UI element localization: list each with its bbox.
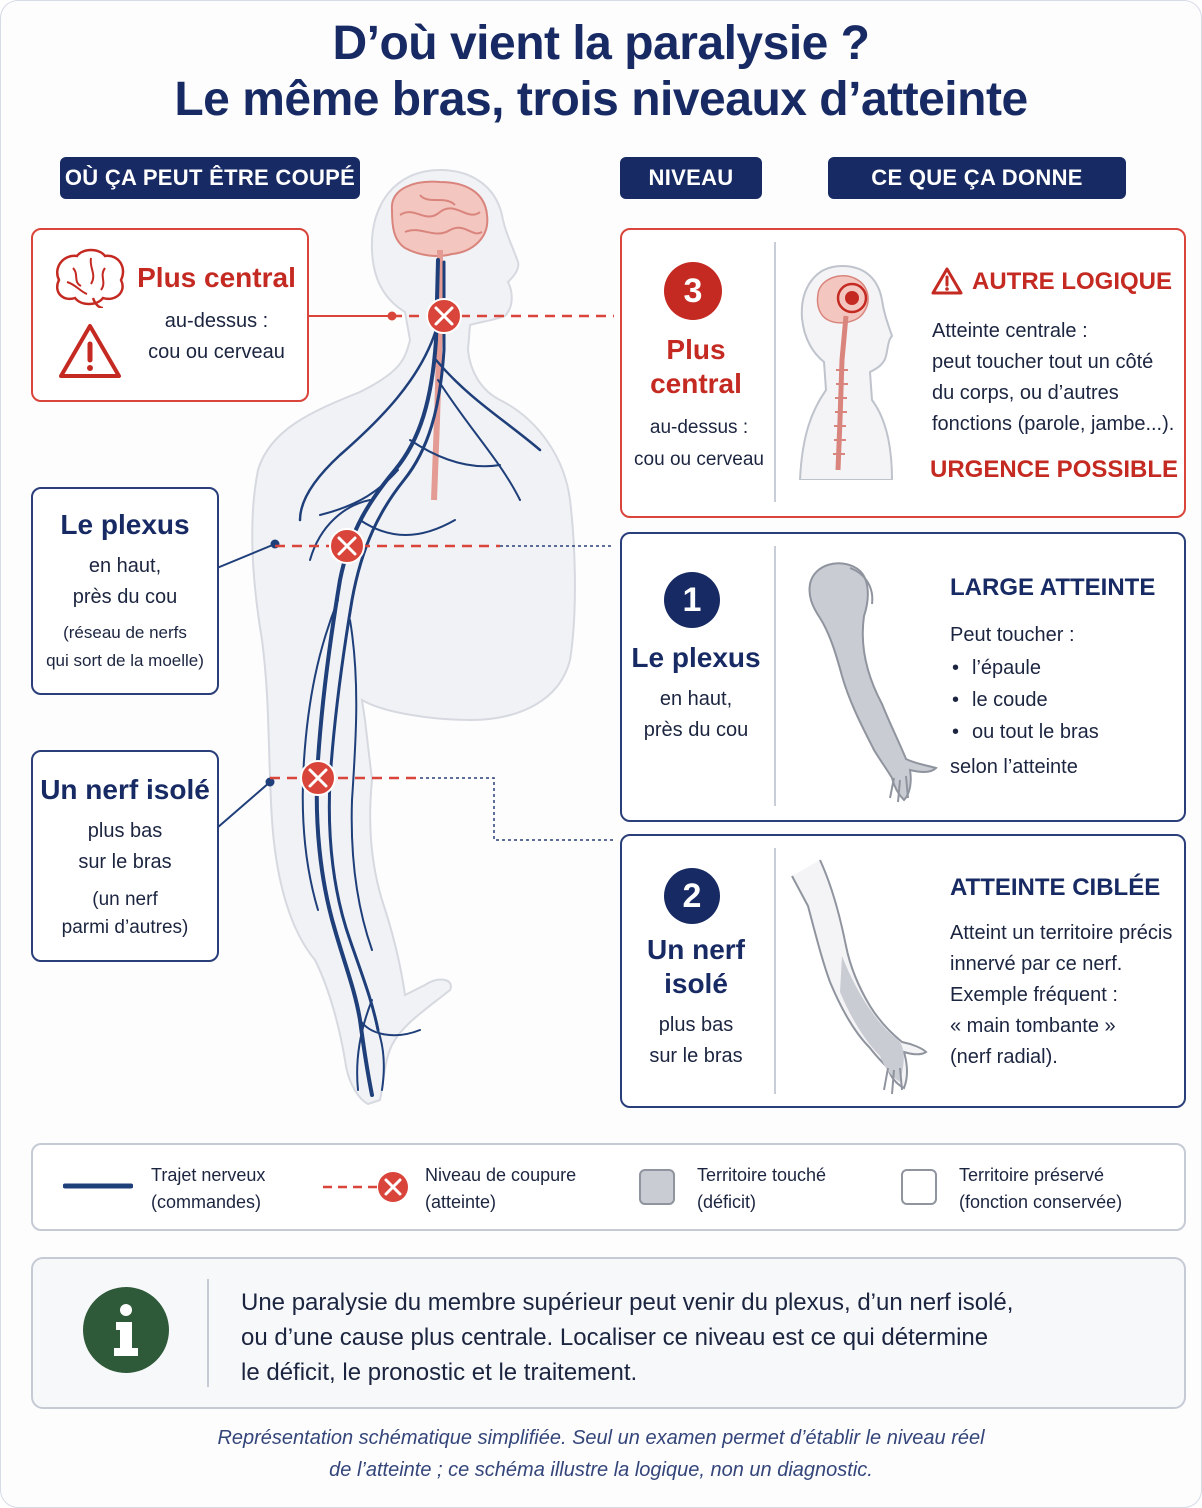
head-spine-illustration bbox=[798, 264, 894, 480]
level-2-effect-line3: Exemple fréquent : bbox=[950, 984, 1118, 1006]
level-1-sub2: près du cou bbox=[643, 719, 749, 741]
left-nerve-title: Un nerf isolé bbox=[40, 774, 210, 805]
level-3-name1: Plus bbox=[666, 334, 726, 365]
level-2-sub1: plus bas bbox=[658, 1014, 734, 1036]
left-nerve-line2: sur le bras bbox=[78, 851, 172, 873]
level-1-effect-outro: selon l’atteinte bbox=[950, 756, 1078, 778]
footnote-line2: de l’atteinte ; ce schéma illustre la lo… bbox=[329, 1459, 873, 1481]
grey-square-icon bbox=[639, 1169, 675, 1205]
level-2-effect-line5: (nerf radial). bbox=[950, 1046, 1058, 1068]
left-nerve-line1: plus bas bbox=[87, 820, 163, 842]
brain-icon bbox=[56, 248, 125, 308]
legend-3-line1: Territoire touché bbox=[697, 1165, 827, 1185]
warning-icon bbox=[59, 324, 121, 378]
level-3-effect-title: AUTRE LOGIQUE bbox=[972, 268, 1173, 295]
list-item: ou tout le bras bbox=[950, 716, 1099, 748]
header-level: NIVEAU bbox=[620, 157, 762, 199]
level-number-badge-3: 3 bbox=[664, 262, 722, 320]
page-title-line1: D’où vient la paralysie ? bbox=[332, 17, 870, 70]
legend-3-line2: (déficit) bbox=[697, 1192, 757, 1212]
whole-arm-deficit-illustration bbox=[808, 562, 938, 803]
list-item: le coude bbox=[950, 684, 1099, 716]
info-icon bbox=[83, 1287, 169, 1373]
level-1-name: Le plexus bbox=[631, 642, 761, 673]
legend-4-line1: Territoire préservé bbox=[959, 1165, 1105, 1185]
level-panel-nerve: 2 Un nerf isolé plus bas sur le bras ATT… bbox=[620, 834, 1186, 1108]
header-effect: CE QUE ÇA DONNE bbox=[828, 157, 1126, 199]
level-3-effect-line4: fonctions (parole, jambe...). bbox=[932, 413, 1175, 435]
level-1-sub1: en haut, bbox=[659, 688, 733, 710]
level-2-effect-line4: « main tombante » bbox=[950, 1015, 1116, 1037]
left-plexus-note1: (réseau de nerfs bbox=[63, 623, 187, 642]
info-line2: ou d’une cause plus centrale. Localiser … bbox=[241, 1324, 989, 1351]
level-2-effect-line2: innervé par ce nerf. bbox=[950, 953, 1123, 975]
level-3-sub2: cou ou cerveau bbox=[634, 449, 764, 470]
level-3-effect-line2: peut toucher tout un côté bbox=[932, 351, 1154, 373]
level-panel-plexus: 1 Le plexus en haut, près du cou LARGE A… bbox=[620, 532, 1186, 822]
white-square-icon bbox=[901, 1169, 937, 1205]
cut-marker-icon bbox=[323, 1172, 408, 1202]
footnote-line1: Représentation schématique simplifiée. S… bbox=[217, 1427, 985, 1449]
left-nerve-note1: (un nerf bbox=[92, 889, 158, 910]
nerve-line-icon bbox=[63, 1183, 133, 1189]
legend-1-line2: (commandes) bbox=[151, 1192, 262, 1212]
alert-icon bbox=[931, 267, 963, 295]
left-plexus-line2: près du cou bbox=[72, 586, 178, 608]
left-nerve-note2: parmi d’autres) bbox=[61, 917, 189, 938]
left-box-central: Plus central au-dessus : cou ou cerveau bbox=[31, 228, 309, 402]
legend-4-line2: (fonction conservée) bbox=[959, 1192, 1123, 1212]
left-central-line2: cou ou cerveau bbox=[148, 341, 285, 363]
cut-level-connectors bbox=[216, 298, 614, 841]
level-2-effect-title: ATTEINTE CIBLÉE bbox=[950, 874, 1161, 901]
cut-marker-nerve bbox=[300, 760, 336, 796]
info-box: Une paralysie du membre supérieur peut v… bbox=[31, 1257, 1186, 1409]
level-1-effect-title: LARGE ATTEINTE bbox=[950, 574, 1156, 601]
level-panel-central: 3 Plus central au-dessus : cou ou cervea… bbox=[620, 228, 1186, 518]
legend-1-line1: Trajet nerveux bbox=[151, 1165, 266, 1185]
page-title-line2: Le même bras, trois niveaux d’atteinte bbox=[174, 73, 1028, 126]
left-box-nerve: Un nerf isolé plus bas sur le bras (un n… bbox=[31, 750, 219, 962]
body-nerve-figure bbox=[251, 168, 576, 1106]
header-where: OÙ ÇA PEUT ÊTRE COUPÉ bbox=[60, 157, 360, 199]
left-plexus-title: Le plexus bbox=[60, 509, 190, 540]
cut-marker-plexus bbox=[329, 528, 365, 564]
level-1-effect-intro: Peut toucher : bbox=[950, 624, 1075, 646]
level-1-bullets: l’épaule le coude ou tout le bras bbox=[950, 652, 1099, 748]
level-3-sub1: au-dessus : bbox=[649, 417, 749, 438]
cut-marker-central bbox=[426, 298, 462, 334]
legend-2-line1: Niveau de coupure bbox=[425, 1165, 577, 1185]
level-3-effect-line1: Atteinte centrale : bbox=[932, 320, 1088, 342]
left-central-line1: au-dessus : bbox=[164, 310, 269, 332]
level-2-effect-line1: Atteint un territoire précis bbox=[950, 922, 1173, 944]
info-line1: Une paralysie du membre supérieur peut v… bbox=[241, 1289, 1014, 1316]
level-2-name2: isolé bbox=[664, 968, 728, 999]
level-number-badge-2: 2 bbox=[664, 868, 720, 924]
left-plexus-note2: qui sort de la moelle) bbox=[46, 651, 204, 670]
forearm-targeted-deficit-illustration bbox=[791, 859, 928, 1095]
level-3-name2: central bbox=[650, 368, 742, 399]
left-box-plexus: Le plexus en haut, près du cou (réseau d… bbox=[31, 487, 219, 695]
left-central-title: Plus central bbox=[137, 262, 296, 293]
urgent-label: URGENCE POSSIBLE bbox=[930, 456, 1179, 483]
legend: Trajet nerveux (commandes) Niveau de cou… bbox=[31, 1143, 1186, 1231]
level-2-sub2: sur le bras bbox=[649, 1045, 743, 1067]
level-number-badge-1: 1 bbox=[664, 572, 720, 628]
level-2-name1: Un nerf bbox=[647, 934, 745, 965]
list-item: l’épaule bbox=[950, 652, 1099, 684]
left-plexus-line1: en haut, bbox=[88, 555, 162, 577]
legend-2-line2: (atteinte) bbox=[425, 1192, 497, 1212]
info-line3: le déficit, le pronostic et le traitemen… bbox=[241, 1359, 638, 1386]
level-3-effect-line3: du corps, ou d’autres bbox=[932, 382, 1119, 404]
